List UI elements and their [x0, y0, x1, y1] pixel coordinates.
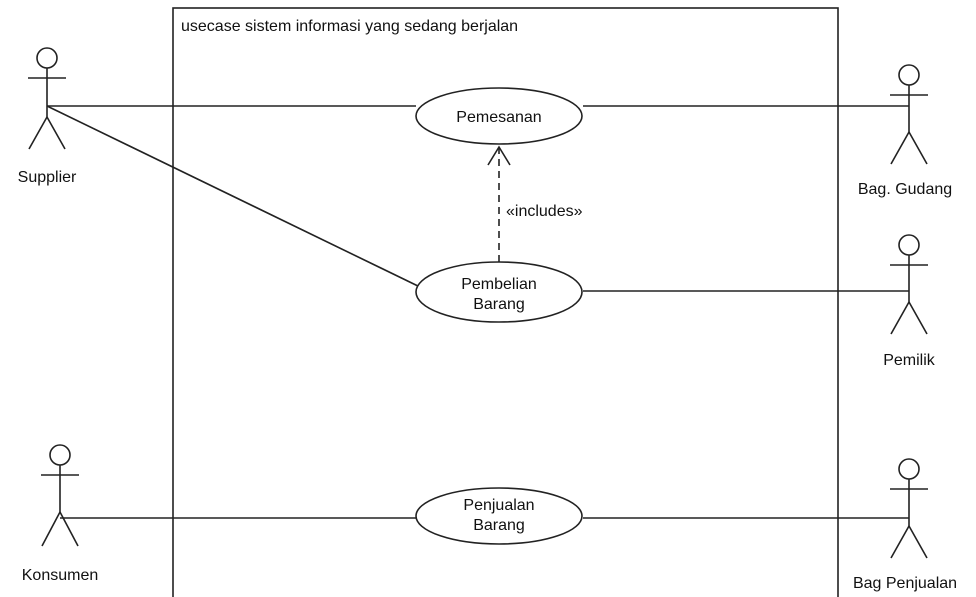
- stick-figure-icon: [890, 64, 928, 165]
- include-open-arrowhead: [487, 145, 511, 166]
- usecase-pembelian-barang: Pembelian Barang: [415, 261, 583, 323]
- actor-bag-penjualan: Bag Penjualan: [853, 458, 957, 592]
- usecase-pemesanan-label: Pemesanan: [456, 109, 541, 126]
- actor-supplier-label: Supplier: [18, 169, 77, 186]
- stick-figure-icon: [41, 444, 79, 547]
- actor-bag-penjualan-label: Bag Penjualan: [853, 575, 957, 592]
- usecase-penjualan-barang-label-line2: Barang: [473, 517, 525, 534]
- associations: [46, 105, 909, 519]
- actor-supplier: Supplier: [18, 47, 77, 186]
- actor-bag-gudang: Bag. Gudang: [858, 64, 952, 198]
- stick-figure-icon: [28, 47, 66, 150]
- stick-figure-icon: [890, 458, 928, 559]
- actor-pemilik-label: Pemilik: [883, 352, 936, 369]
- actor-bag-gudang-label: Bag. Gudang: [858, 181, 952, 198]
- usecase-pembelian-barang-label-line2: Barang: [473, 296, 525, 313]
- include-relationship: «includes»: [487, 145, 583, 262]
- system-boundary-title: usecase sistem informasi yang sedang ber…: [181, 18, 518, 35]
- actor-konsumen: Konsumen: [22, 444, 99, 584]
- actor-pemilik: Pemilik: [883, 234, 936, 369]
- usecase-pembelian-barang-label-line1: Pembelian: [461, 276, 537, 293]
- usecase-penjualan-barang-label-line1: Penjualan: [463, 497, 534, 514]
- stick-figure-icon: [890, 234, 928, 335]
- usecase-pemesanan: Pemesanan: [415, 87, 583, 145]
- association-supplier-pembelian-barang: [46, 105, 421, 288]
- actor-konsumen-label: Konsumen: [22, 567, 99, 584]
- include-label: «includes»: [506, 203, 583, 220]
- usecase-penjualan-barang: Penjualan Barang: [415, 487, 583, 545]
